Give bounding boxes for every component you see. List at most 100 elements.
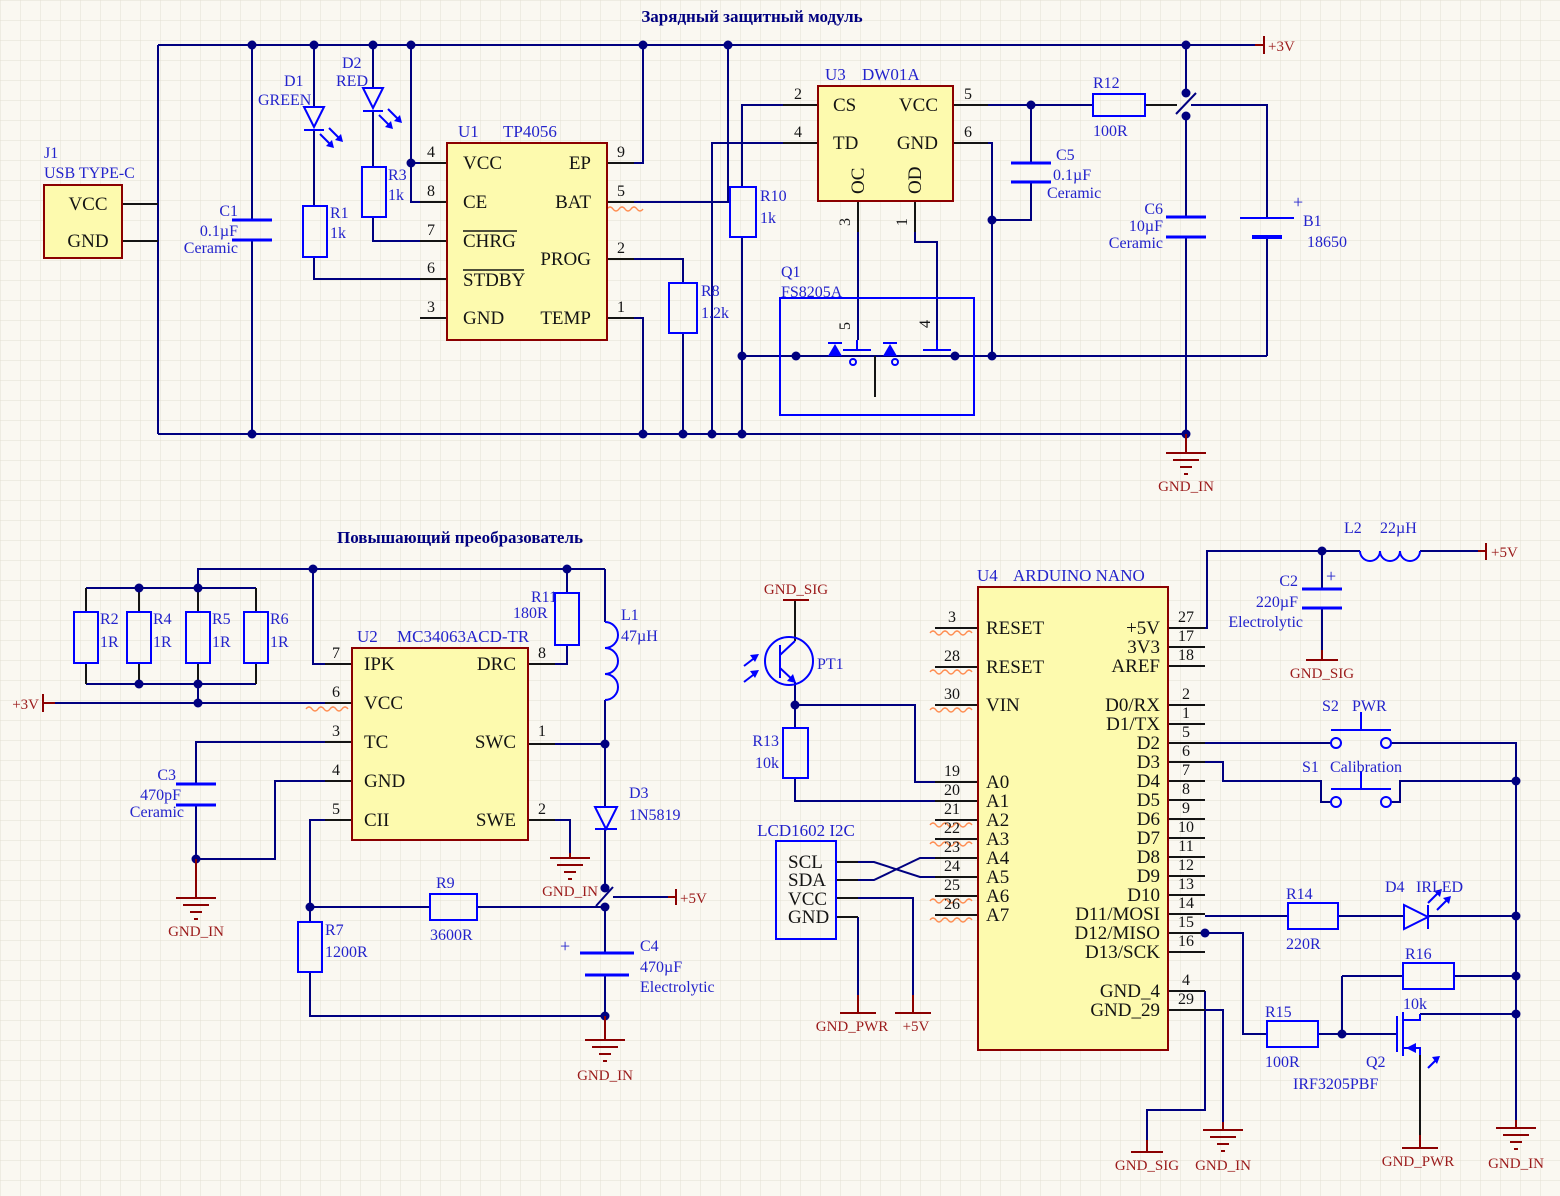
component-d1-led[interactable]: D1 GREEN: [258, 73, 343, 148]
u1-pin-ce: CE: [463, 192, 487, 213]
component-c2[interactable]: + C2 220µF Electrolytic: [1228, 566, 1342, 631]
component-d4-irled[interactable]: D4 IRLED: [1385, 879, 1463, 931]
d1-ref: D1: [284, 73, 304, 90]
component-r10[interactable]: R10 1k: [729, 186, 787, 238]
u4-pinnum: 4: [1182, 972, 1190, 989]
component-pt1-phototransistor[interactable]: PT1: [743, 636, 844, 686]
lcd-pin-scl: SCL: [788, 852, 823, 873]
r15-ref: R15: [1265, 1004, 1292, 1021]
component-r14[interactable]: R14 220R: [1286, 886, 1339, 953]
component-c5[interactable]: C5 0.1µF Ceramic: [1011, 147, 1101, 202]
u2-pinnum: 3: [332, 723, 340, 740]
component-s1-button[interactable]: S1 Calibration: [1302, 759, 1402, 808]
r6-value: 1R: [270, 634, 289, 651]
r5-value: 1R: [212, 634, 231, 651]
component-u4-arduino-nano[interactable]: U4 ARDUINO NANO RESET RESET VIN A0 A1 A2…: [944, 566, 1194, 1051]
net-flag-gnd-sig-bottom: GND_SIG: [1115, 1158, 1179, 1174]
component-r9[interactable]: R9 3600R: [429, 875, 478, 944]
u4-pin: +5V: [1126, 618, 1160, 639]
r3-ref: R3: [388, 167, 407, 184]
d4-ref: D4: [1385, 879, 1405, 896]
q1-ref: Q1: [781, 264, 801, 281]
r9-value: 3600R: [430, 927, 473, 944]
l2-value: 22µH: [1380, 520, 1417, 537]
component-q2-mosfet[interactable]: Q2 IRF3205PBF: [1293, 1012, 1440, 1093]
u4-pin: D5: [1137, 790, 1160, 811]
u4-pin: A5: [986, 867, 1009, 888]
component-j1-usb-type-c[interactable]: J1 USB TYPE-C VCC GND: [43, 145, 135, 259]
component-u2-mc34063[interactable]: U2 MC34063ACD-TR IPK VCC TC GND CII DRC …: [332, 627, 546, 841]
net-flag-gnd-pwr-lcd: GND_PWR: [816, 1019, 889, 1035]
s2-ref: S2: [1322, 698, 1339, 715]
u4-pin: D1/TX: [1106, 714, 1160, 735]
u4-pin: D12/MISO: [1074, 923, 1160, 944]
component-lcd1602-i2c[interactable]: LCD1602 I2C SCL SDA VCC GND: [757, 821, 855, 940]
component-d2-led[interactable]: D2 RED: [336, 55, 402, 129]
component-d3-diode[interactable]: D3 1N5819: [593, 785, 681, 832]
c5-ref: C5: [1056, 147, 1075, 164]
component-r12[interactable]: R12 100R: [1092, 75, 1146, 140]
r11-ref: R11: [531, 589, 557, 606]
component-c4[interactable]: + C4 470µF Electrolytic: [560, 936, 715, 996]
u1-pin-bat: BAT: [555, 192, 591, 213]
pt1-ref: PT1: [817, 656, 844, 673]
u4-pin: D13/SCK: [1085, 942, 1160, 963]
component-b1-battery[interactable]: + B1 18650: [1240, 192, 1347, 251]
r13-value: 10k: [755, 755, 779, 772]
u4-pin: D0/RX: [1105, 695, 1160, 716]
q1-pinnum-5: 5: [837, 322, 854, 330]
r12-value: 100R: [1093, 123, 1128, 140]
c5-note: Ceramic: [1047, 185, 1101, 202]
component-r7[interactable]: R7 1200R: [297, 921, 368, 973]
q2-ref: Q2: [1366, 1054, 1386, 1071]
u4-pinnum: 1: [1182, 705, 1190, 722]
u4-pin: AREF: [1111, 656, 1160, 677]
u2-ref: U2: [357, 627, 378, 646]
b1-value: 18650: [1307, 234, 1347, 251]
component-r8[interactable]: R8 1.2k: [668, 282, 729, 334]
component-r5[interactable]: R5 1R: [185, 611, 231, 664]
component-r3[interactable]: R3 1k: [361, 166, 407, 218]
u1-pin-gnd: GND: [463, 308, 504, 329]
component-l2-inductor[interactable]: L2 22µH: [1344, 520, 1421, 562]
u4-pinnum: 15: [1178, 914, 1194, 931]
r8-value: 1.2k: [701, 305, 729, 322]
net-flags: +3V GND_IN +3V GND_IN GND_IN +5V GND_IN …: [12, 36, 1544, 1174]
component-c1[interactable]: C1 0.1µF Ceramic: [184, 203, 272, 257]
component-r11[interactable]: R11 180R: [513, 589, 580, 646]
net-flag-3v-top: +3V: [1268, 39, 1295, 55]
u4-pinnum: 13: [1178, 876, 1194, 893]
component-q1-fs8205a[interactable]: Q1 FS8205A 5 4: [779, 264, 975, 416]
component-c6[interactable]: C6 10µF Ceramic: [1109, 201, 1206, 252]
u4-pin: A1: [986, 791, 1009, 812]
component-s2-button[interactable]: S2 PWR: [1322, 698, 1392, 749]
u4-pin: D8: [1137, 847, 1160, 868]
component-r13[interactable]: R13 10k: [752, 727, 809, 779]
u4-pin: VIN: [986, 695, 1020, 716]
component-u1-tp4056[interactable]: U1 TP4056 VCC CE CHRG STDBY GND EP BAT P…: [427, 122, 625, 341]
component-r2[interactable]: R2 1R: [73, 611, 119, 664]
component-r15[interactable]: R15 100R: [1265, 1004, 1319, 1071]
u4-pinnum: 29: [1178, 991, 1194, 1008]
u3-pin-vcc: VCC: [899, 95, 938, 116]
u4-pinnum: 20: [944, 782, 960, 799]
component-r16[interactable]: R16 10k: [1402, 946, 1455, 1013]
component-r6[interactable]: R6 1R: [243, 611, 289, 664]
component-u3-dw01a[interactable]: U3 DW01A CS TD VCC GND OC OD 2 4 5 6 3 1: [794, 65, 972, 226]
net-flag-gnd-sig-pt1: GND_SIG: [764, 582, 828, 598]
u4-pin: D11/MOSI: [1075, 904, 1160, 925]
c4-note: Electrolytic: [640, 979, 715, 996]
component-r1[interactable]: R1 1k: [302, 205, 349, 258]
u3-pinnum: 1: [894, 218, 911, 226]
u4-ref: U4: [977, 566, 998, 585]
u2-value: MC34063ACD-TR: [397, 627, 530, 646]
u4-pin: A0: [986, 772, 1009, 793]
c2-value: 220µF: [1256, 594, 1298, 611]
component-c3[interactable]: C3 470pF Ceramic: [130, 767, 216, 821]
component-r4[interactable]: R4 1R: [126, 611, 172, 664]
component-l1-inductor[interactable]: L1 47µH: [604, 607, 658, 701]
u4-pinnum: 27: [1178, 609, 1194, 626]
u4-pin: D4: [1137, 771, 1161, 792]
